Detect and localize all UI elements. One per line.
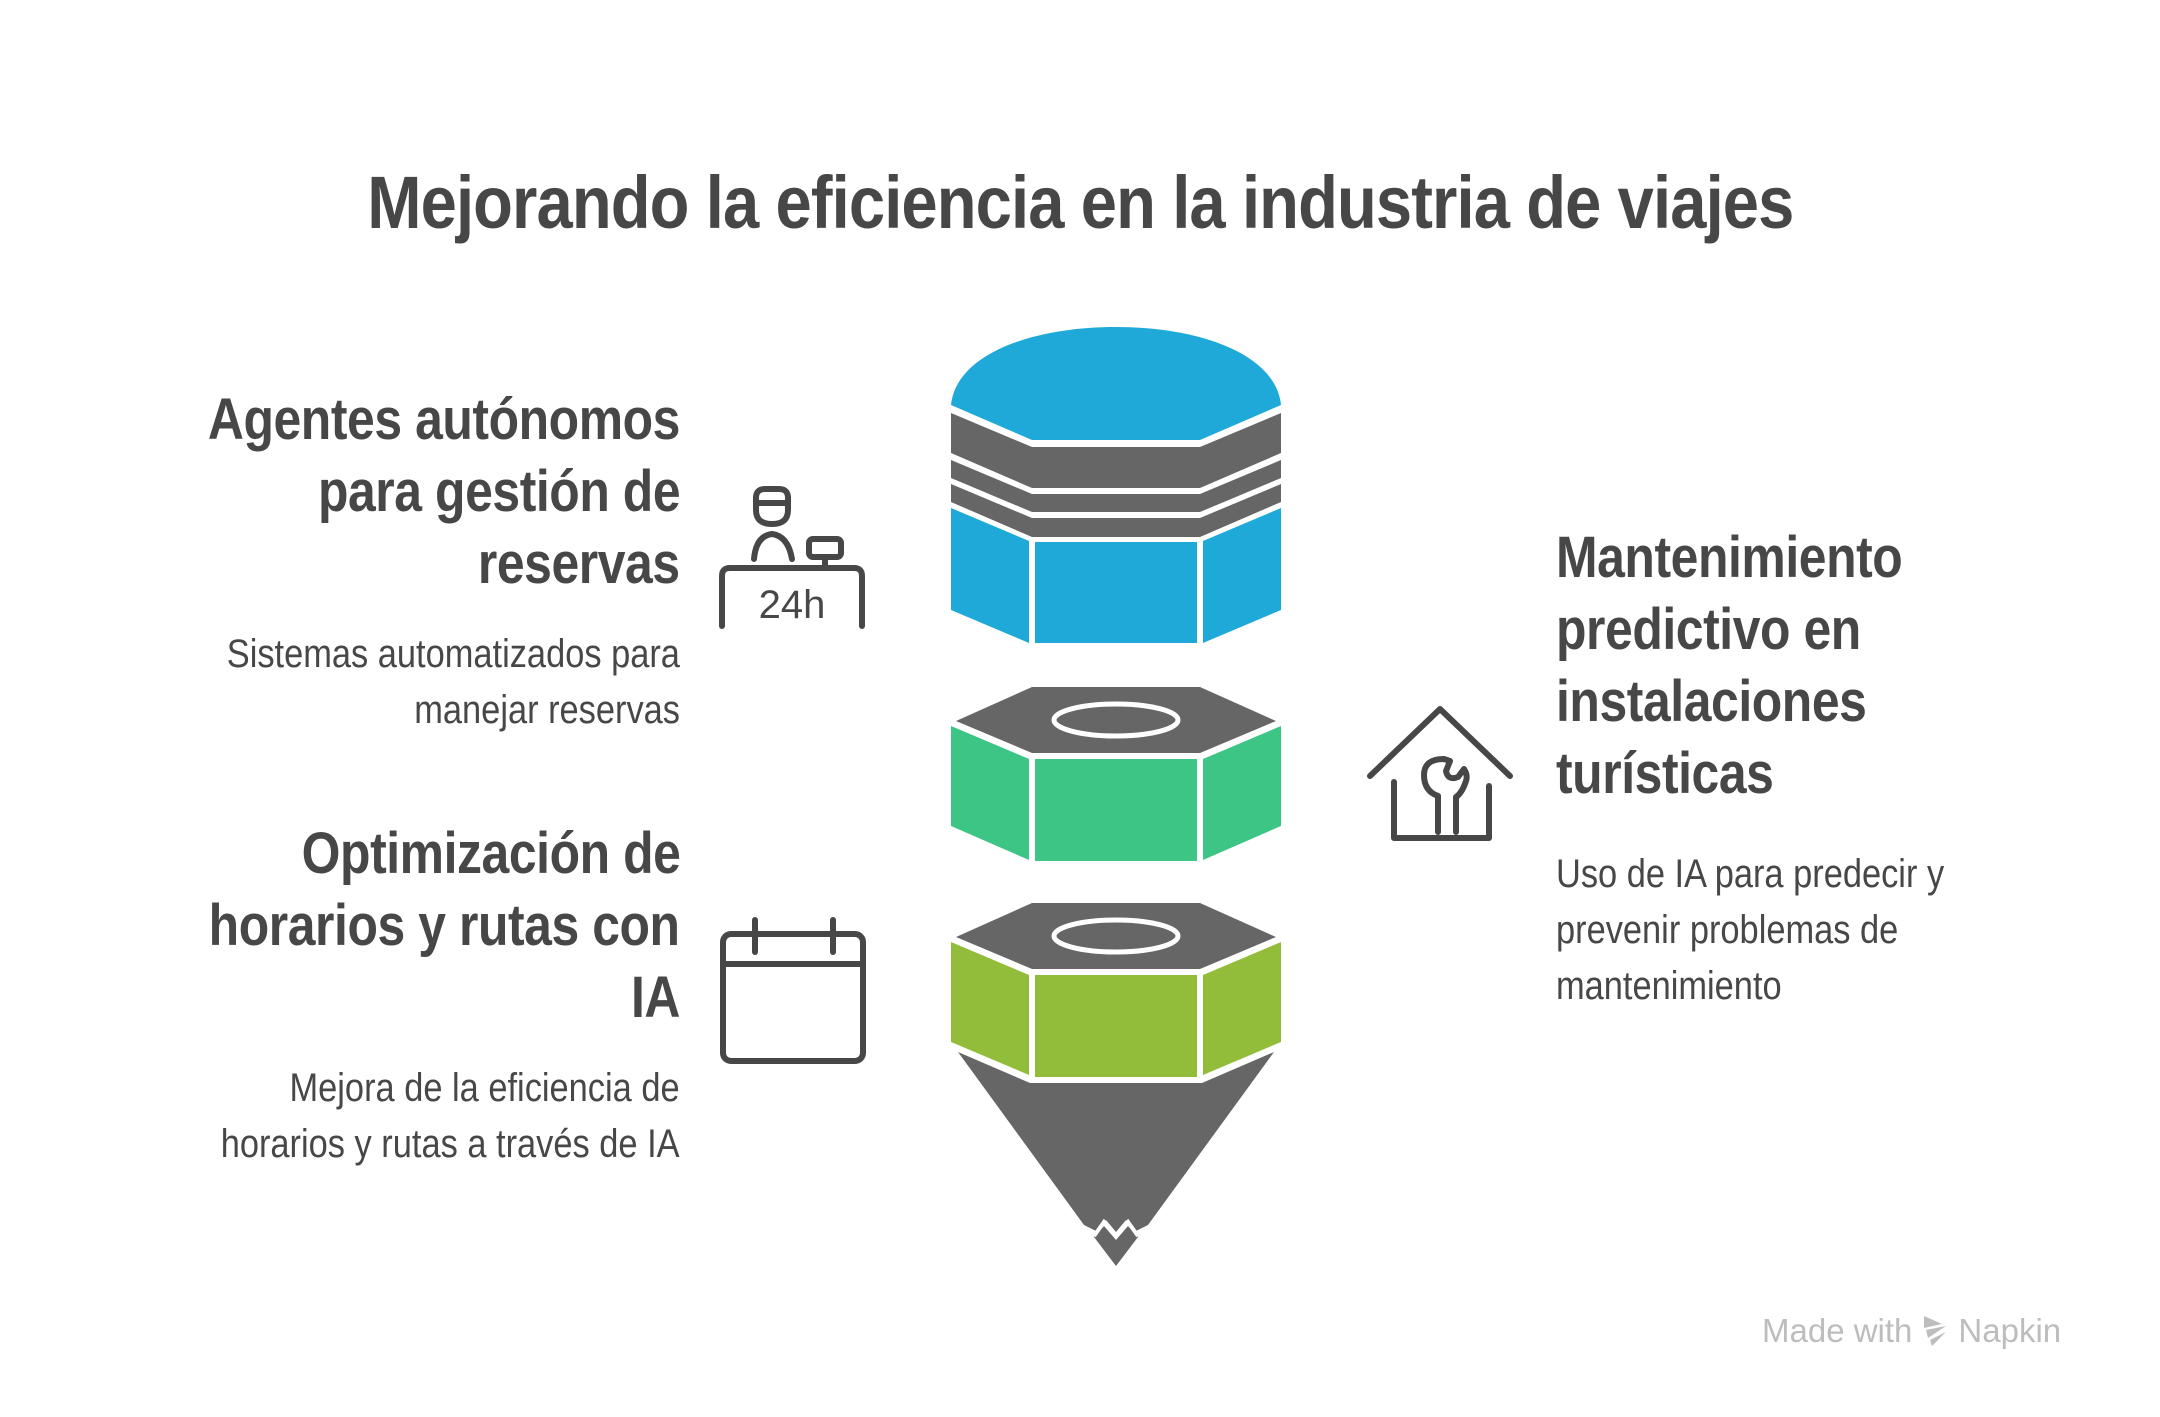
napkin-watermark[interactable]: Made with Napkin (1762, 1312, 2061, 1350)
item-heading: Optimización de horarios y rutas con IA (60, 818, 680, 1034)
description-line: Mejora de la eficiencia de (289, 1066, 680, 1110)
pencil-segment-blue (951, 327, 1281, 643)
calendar-icon (720, 917, 866, 1064)
heading-line: instalaciones (1556, 669, 1867, 734)
heading-line: Agentes autónomos (207, 387, 681, 452)
reception-desk-24h-icon: 24h (719, 486, 865, 629)
heading-line: turísticas (1556, 741, 1774, 806)
item-heading: Agentes autónomos para gestión de reserv… (60, 384, 681, 600)
napkin-logo-icon (1924, 1316, 1947, 1346)
item-booking-agents: Agentes autónomos para gestión de reserv… (60, 384, 681, 738)
description-line: prevenir problemas de (1556, 908, 1899, 952)
item-predictive-maintenance: Mantenimiento predictivo en instalacione… (1556, 522, 2116, 1014)
watermark-brand: Napkin (1958, 1312, 2062, 1349)
svg-text:24h: 24h (759, 583, 826, 627)
watermark-prefix: Made with (1762, 1312, 1913, 1349)
description-line: Sistemas automatizados para (226, 632, 680, 676)
description-line: mantenimiento (1556, 964, 1782, 1008)
item-description: Mejora de la eficiencia de horarios y ru… (60, 1060, 680, 1172)
heading-line: IA (630, 965, 680, 1030)
heading-line: reservas (478, 531, 680, 596)
item-description: Uso de IA para predecir y prevenir probl… (1556, 846, 2116, 1014)
heading-line: Optimización de (301, 821, 680, 886)
description-line: manejar reservas (414, 688, 680, 732)
description-line: horarios y rutas a través de IA (221, 1122, 680, 1166)
house-wrench-icon (1367, 706, 1513, 841)
pencil-segment-green (951, 687, 1281, 861)
pencil-segment-lime (951, 903, 1281, 1077)
pencil-tip (958, 1052, 1274, 1266)
item-heading: Mantenimiento predictivo en instalacione… (1556, 522, 2116, 810)
item-description: Sistemas automatizados para manejar rese… (60, 626, 680, 738)
heading-line: horarios y rutas con (209, 893, 680, 958)
page-title-text: Mejorando la eficiencia en la industria … (366, 161, 1794, 244)
heading-line: predictivo en (1556, 597, 1861, 662)
heading-line: Mantenimiento (1556, 525, 1903, 590)
item-route-optimization: Optimización de horarios y rutas con IA … (60, 818, 680, 1172)
heading-line: para gestión de (317, 459, 681, 524)
page-title: Mejorando la eficiencia en la industria … (0, 158, 2160, 248)
description-line: Uso de IA para predecir y (1556, 852, 1945, 896)
